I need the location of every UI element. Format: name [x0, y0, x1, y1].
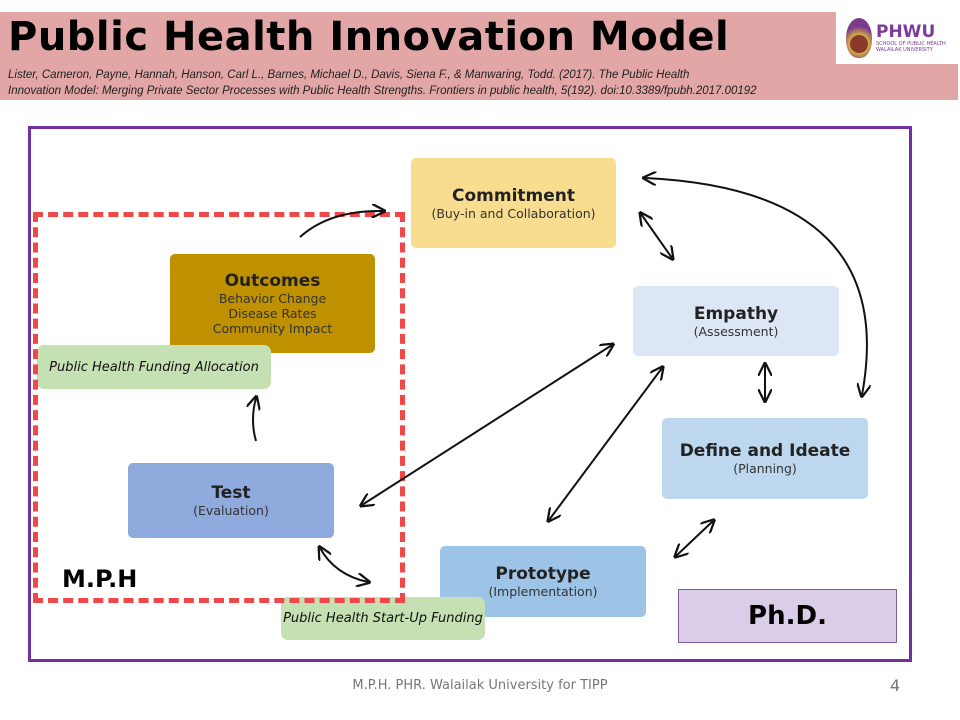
node-title: Outcomes [224, 271, 321, 291]
node-test: Test(Evaluation) [128, 463, 334, 538]
phd-label: Ph.D. [678, 589, 897, 643]
node-title: Prototype [495, 564, 591, 584]
arrow-empathy-test [362, 345, 612, 505]
arrow-test-startup [320, 548, 368, 582]
node-title: Commitment [451, 185, 575, 206]
node-line: Community Impact [212, 321, 333, 336]
node-sub: (Planning) [733, 461, 797, 476]
citation-line: Lister, Cameron, Payne, Hannah, Hanson, … [8, 69, 690, 81]
header-band [0, 12, 958, 100]
logo-name: PHWU [876, 21, 936, 42]
citation: Lister, Cameron, Payne, Hannah, Hanson, … [8, 67, 838, 99]
funding-allocation: Public Health Funding Allocation [37, 345, 271, 389]
node-title: Define and Ideate [679, 441, 851, 461]
mph-label: M.P.H [62, 565, 138, 593]
arrow-prototype-define [676, 521, 713, 556]
arrow-commitment-empathy [641, 214, 672, 258]
node-title: Test [211, 483, 251, 503]
footer-text: M.P.H. PHR. Walailak University for TIPP [352, 678, 608, 693]
arrow-commitment-define [645, 178, 867, 395]
diagram-frame [28, 126, 912, 662]
arrow-outcomes-commitment [299, 211, 383, 238]
citation-line: Innovation Model: Merging Private Sector… [8, 85, 757, 97]
arrow-empathy-prototype [549, 368, 662, 520]
node-define-ideate: Define and Ideate(Planning) [662, 418, 868, 499]
node-commitment: Commitment(Buy-in and Collaboration) [411, 158, 616, 248]
node-sub: (Implementation) [488, 584, 598, 599]
node-line: Behavior Change [218, 291, 327, 306]
node-sub: (Evaluation) [193, 503, 269, 518]
arrow-test-outcomes [253, 398, 256, 442]
startup-funding: Public Health Start-Up Funding [281, 597, 485, 640]
slide-title: Public Health Innovation Model [8, 14, 730, 60]
logo-sub: SCHOOL OF PUBLIC HEALTH [876, 40, 946, 47]
node-line: Disease Rates [228, 306, 317, 321]
node-sub: (Buy-in and Collaboration) [431, 205, 596, 221]
logo-sub: WALAILAK UNIVERSITY [876, 46, 933, 53]
university-seal-icon [846, 18, 872, 58]
page-number: 4 [890, 676, 901, 695]
